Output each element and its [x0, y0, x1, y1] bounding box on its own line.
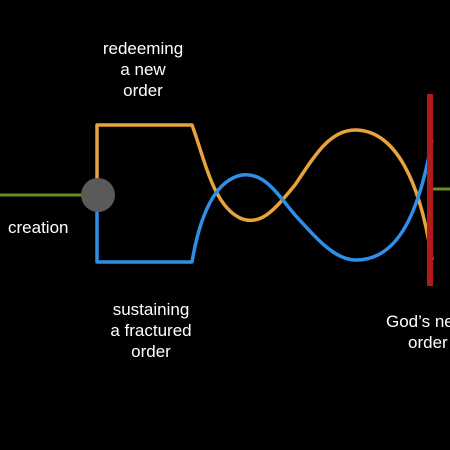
label-gods-new-order: God’s new order [386, 311, 450, 353]
label-sustaining-line-2: a fractured [110, 321, 192, 340]
label-redeeming-line-2: a new [120, 60, 166, 79]
label-creation: creation [0, 217, 92, 238]
sustaining-path [95, 139, 434, 264]
label-redeeming: redeeming a new order [88, 38, 198, 101]
label-redeeming-line-3: order [123, 81, 163, 100]
label-gods-new-order-line-2: order [408, 333, 448, 352]
label-gods-new-order-line-1: God’s new [386, 312, 450, 331]
redeeming-path [95, 123, 434, 261]
label-redeeming-line-1: redeeming [102, 39, 184, 58]
end-bar [427, 94, 433, 286]
label-creation-text: creation [8, 218, 69, 237]
label-sustaining: sustaining a fractured order [96, 299, 206, 362]
label-sustaining-line-3: order [131, 342, 171, 361]
creation-node [81, 178, 115, 212]
label-sustaining-line-1: sustaining [112, 300, 190, 319]
